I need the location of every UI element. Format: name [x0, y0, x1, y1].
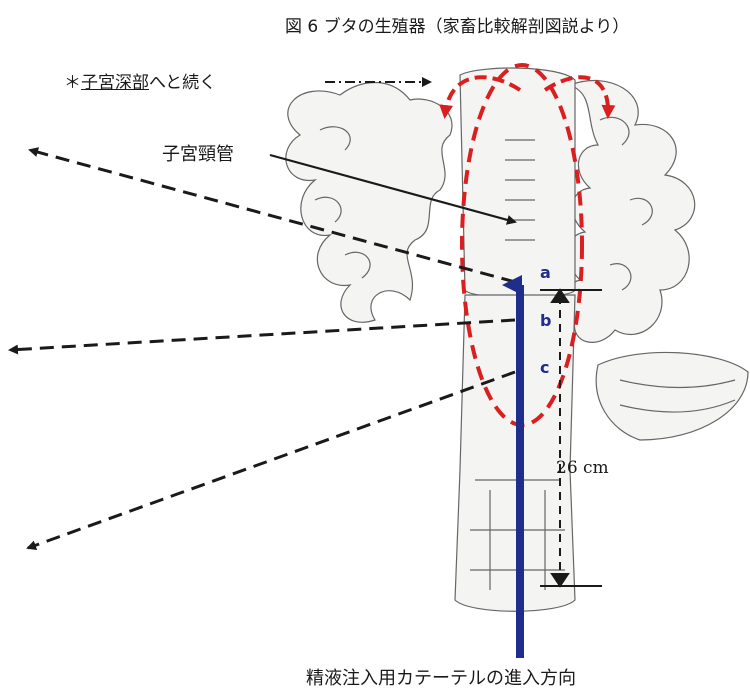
note-underlined-term: 子宮深部 — [81, 73, 149, 93]
distance-label: 26 cm — [556, 458, 609, 478]
figure-title: 図 6 ブタの生殖器（家畜比較解剖図説より） — [285, 12, 629, 37]
outward-arrow-c — [28, 372, 515, 548]
outward-arrow-b — [10, 320, 515, 350]
catheter-caption: 精液注入用カテーテルの進入方向 — [306, 664, 576, 690]
point-b-label: b — [540, 311, 551, 330]
cervix-label: 子宮頸管 — [162, 140, 234, 166]
point-c-label: c — [540, 358, 549, 377]
point-a-label: a — [540, 263, 551, 282]
note-suffix: へと続く — [149, 73, 216, 93]
deep-uterus-note: ＊子宮深部へと続く — [64, 68, 216, 93]
note-prefix: ＊ — [64, 73, 81, 93]
